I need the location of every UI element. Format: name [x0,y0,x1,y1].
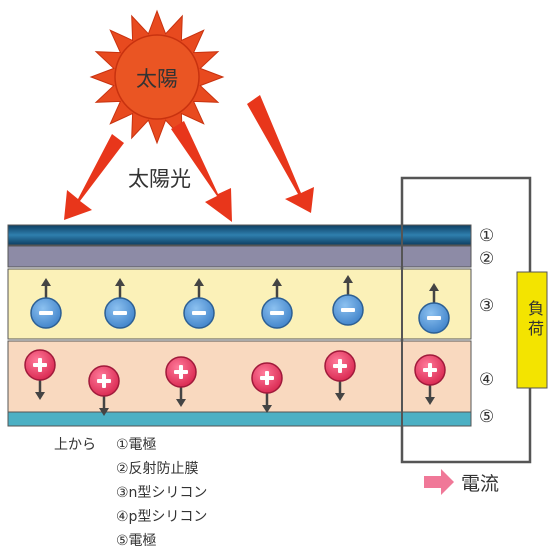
electron [332,275,364,326]
plus-sign-v [102,374,106,388]
hole-arrowhead [425,397,435,405]
electrode-bottom-layer [7,411,472,427]
legend-item-3: ③n型シリコン [116,485,208,501]
electron-arrowhead [41,278,51,286]
hole [324,350,356,401]
minus-sign [341,308,355,312]
sun-label: 太陽 [136,67,178,91]
electron-arrowhead [343,275,353,283]
electrons [30,275,450,334]
hole-arrowhead [176,399,186,407]
layer-number-5: ⑤ [479,407,495,427]
electron-arrowhead [115,278,125,286]
layer-number-1: ① [479,226,495,246]
minus-sign [39,311,53,315]
hole-arrowhead [99,408,109,416]
minus-sign [192,311,206,315]
hole-arrowhead [262,405,272,413]
electron [261,278,293,329]
hole-arrowhead [35,392,45,400]
sunlight-label: 太陽光 [128,167,191,191]
hole [88,365,120,416]
hole [24,349,56,400]
holes [24,349,446,416]
electron-arrowhead [429,283,439,291]
antireflection-layer [7,245,472,268]
n-silicon-layer [7,268,472,340]
current-label: 電流 [461,473,500,495]
load-label: 負荷 [525,300,544,340]
layer-number-4: ④ [479,370,495,390]
plus-sign-v [428,363,432,377]
electron [30,278,62,329]
plus-sign-v [338,359,342,373]
electron [183,278,215,329]
p-silicon-layer [7,340,472,413]
electron [418,283,450,334]
sunlight-arrows [64,95,314,222]
sunlight-arrow-right [247,95,314,213]
hole-arrowhead [335,393,345,401]
load-box [516,271,548,389]
electron-arrowhead [194,278,204,286]
hole [414,354,446,405]
legend-item-5: ⑤電極 [116,533,157,549]
plus-sign-v [38,358,42,372]
hole [165,356,197,407]
legend-prefix: 上から [54,437,96,453]
sun-core [114,34,200,120]
minus-sign [270,311,284,315]
plus-sign-v [179,365,183,379]
solar-cell-layers [7,224,472,427]
legend-item-4: ④p型シリコン [116,509,208,525]
legend-item-1: ①電極 [116,437,157,453]
sunlight-arrow-left [64,134,124,220]
plus-sign-v [265,371,269,385]
minus-sign [427,316,441,320]
hole [251,362,283,413]
layer-number-2: ② [479,249,495,269]
sunlight-arrow-middle [171,121,232,222]
electron [104,278,136,329]
minus-sign [113,311,127,315]
sun [89,9,225,145]
legend-item-2: ②反射防止膜 [116,461,199,477]
electron-arrowhead [272,278,282,286]
current-arrow [424,469,454,495]
electrode-top-layer [7,224,472,246]
layer-number-3: ③ [479,296,495,316]
